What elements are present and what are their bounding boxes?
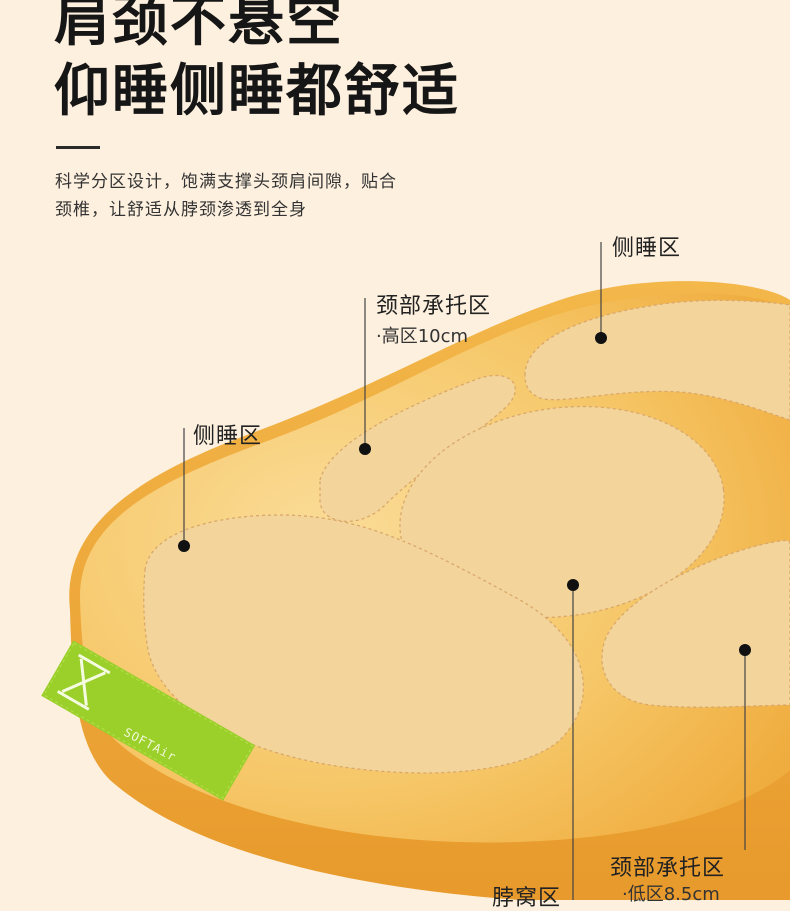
label-neck-support-low-detail: ·低区8.5cm	[622, 884, 720, 905]
marker-dot-side-left	[178, 540, 190, 552]
description-line-1: 科学分区设计，饱满支撑头颈肩间隙，贴合	[55, 172, 397, 192]
zone-head-cavity	[399, 405, 725, 619]
marker-dot-head-cavity	[567, 579, 579, 591]
description: 科学分区设计，饱满支撑头颈肩间隙，贴合 颈椎，让舒适从脖颈渗透到全身	[55, 168, 495, 224]
marker-dot-neck-high	[359, 443, 371, 455]
label-neck-support-high: 颈部承托区	[376, 294, 492, 319]
marker-dot-neck-low	[739, 644, 751, 656]
label-side-sleep-left: 侧睡区	[193, 424, 263, 449]
brand-logo-icon	[56, 653, 111, 711]
zone-side-sleep-left	[143, 514, 585, 774]
label-side-sleep-right: 侧睡区	[612, 236, 682, 261]
zone-neck-support-low	[601, 539, 790, 708]
description-line-2: 颈椎，让舒适从脖颈渗透到全身	[55, 200, 307, 220]
accent-divider	[56, 146, 100, 149]
label-head-cavity: 脖窝区	[492, 886, 562, 911]
label-neck-support-low: 颈部承托区	[610, 856, 726, 881]
zone-neck-support-high	[319, 374, 516, 523]
zone-side-sleep-right	[524, 299, 790, 421]
brand-tag	[41, 640, 256, 801]
marker-dot-side-right	[595, 332, 607, 344]
heading-line-2: 仰睡侧睡都舒适	[54, 59, 460, 124]
heading-line-1: 肩颈不悬空	[54, 0, 344, 54]
label-neck-support-high-detail: ·高区10cm	[376, 326, 469, 347]
